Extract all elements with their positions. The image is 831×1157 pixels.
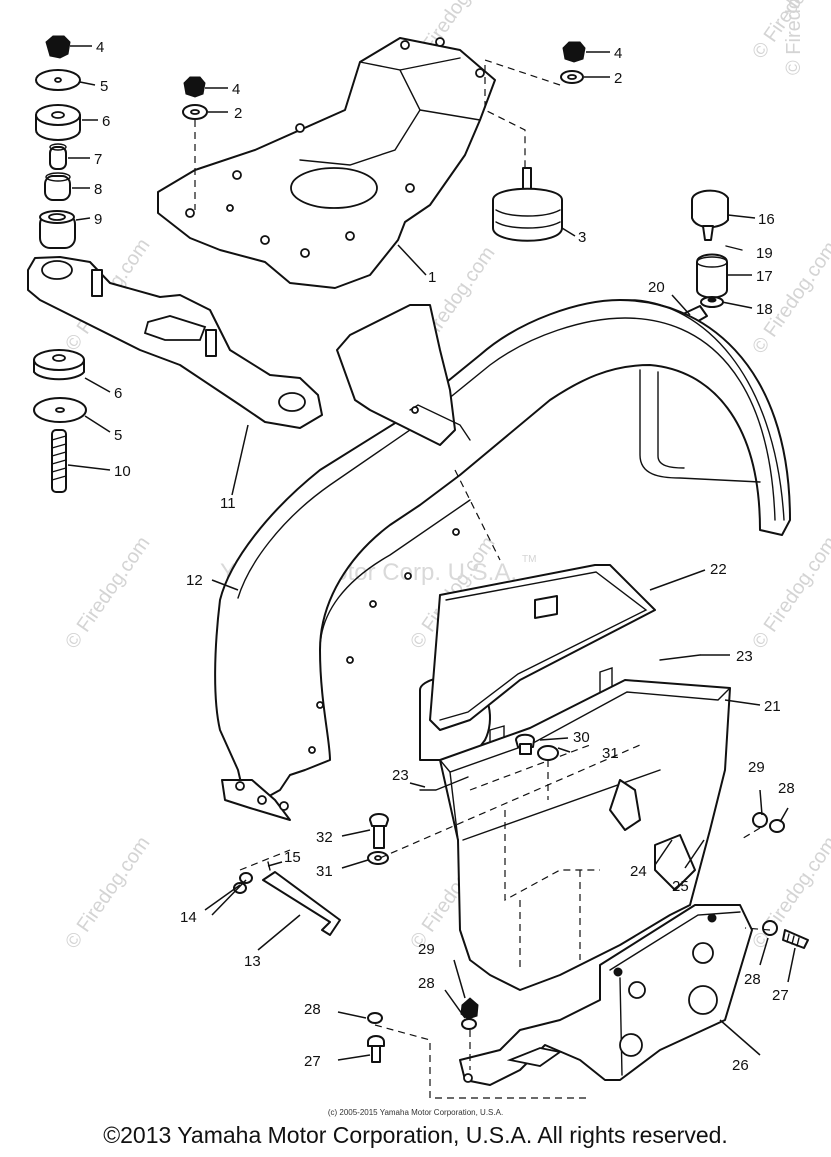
part-stack-left (33, 35, 87, 493)
callout-14: 14 (180, 909, 197, 926)
callout-21: 21 (764, 698, 781, 715)
callout-16: 16 (758, 211, 775, 228)
callout-10: 10 (114, 463, 131, 480)
callout-32: 32 (316, 829, 333, 846)
callout-12: 12 (186, 572, 203, 589)
copyright-notice: ©2013 Yamaha Motor Corporation, U.S.A. A… (103, 1122, 728, 1148)
watermark-text: © Firedog.com (748, 533, 831, 653)
callout-7: 7 (94, 151, 102, 168)
watermark-tm: TM (522, 554, 536, 565)
callout-20: 20 (648, 279, 665, 296)
callout-31: 31 (602, 745, 619, 762)
callout-18: 18 (756, 301, 773, 318)
part-mount-plate (157, 37, 496, 289)
part-nut-washer-center (182, 76, 208, 210)
leader-lines (67, 45, 796, 1061)
callout-25: 25 (672, 878, 689, 895)
callout-22: 22 (710, 561, 727, 578)
callout-labels: 4 5 6 7 8 9 6 5 10 11 4 2 4 2 3 1 16 19 … (94, 39, 795, 1074)
callout-5: 5 (100, 78, 108, 95)
callout-13: 13 (244, 953, 261, 970)
callout-6: 6 (114, 385, 122, 402)
callout-23: 23 (392, 767, 409, 784)
callout-26: 26 (732, 1057, 749, 1074)
part-knob-assembly (682, 189, 743, 325)
callout-19: 19 (756, 245, 773, 262)
callout-2: 2 (234, 105, 242, 122)
callout-4: 4 (232, 81, 240, 98)
callout-28: 28 (418, 975, 435, 992)
callout-4: 4 (614, 45, 622, 62)
callout-9: 9 (94, 211, 102, 228)
callout-27: 27 (304, 1053, 321, 1070)
callout-6: 6 (102, 113, 110, 130)
callout-5: 5 (114, 427, 122, 444)
callout-4: 4 (96, 39, 104, 56)
watermark-text: © Firedog.com (61, 833, 154, 953)
part-battery-box (439, 679, 731, 991)
callout-11: 11 (220, 495, 236, 512)
part-lower-bar (27, 256, 323, 429)
part-small-hardware (233, 654, 809, 1099)
callout-1: 1 (428, 269, 436, 286)
callout-23: 23 (736, 648, 753, 665)
callout-29: 29 (418, 941, 435, 958)
watermark-text: © Firedog.com (61, 533, 154, 653)
callout-17: 17 (756, 268, 773, 285)
callout-30: 30 (573, 729, 590, 746)
callout-29: 29 (748, 759, 765, 776)
callout-28: 28 (744, 971, 761, 988)
callout-28: 28 (778, 780, 795, 797)
part-fender (214, 299, 791, 821)
callout-31: 31 (316, 863, 333, 880)
callout-3: 3 (578, 229, 586, 246)
watermark-vertical: © Firedog.com (783, 0, 805, 75)
part-rubber-mount (492, 167, 563, 242)
callout-28: 28 (304, 1001, 321, 1018)
callout-15: 15 (284, 849, 301, 866)
part-lid-gasket (429, 564, 656, 747)
callout-2: 2 (614, 70, 622, 87)
small-credit: (c) 2005-2015 Yamaha Motor Corporation, … (327, 1108, 504, 1117)
callout-27: 27 (772, 987, 789, 1004)
callout-24: 24 (630, 863, 647, 880)
part-nut-washer-right (484, 41, 586, 180)
callout-8: 8 (94, 181, 102, 198)
part-bracket (459, 904, 753, 1086)
